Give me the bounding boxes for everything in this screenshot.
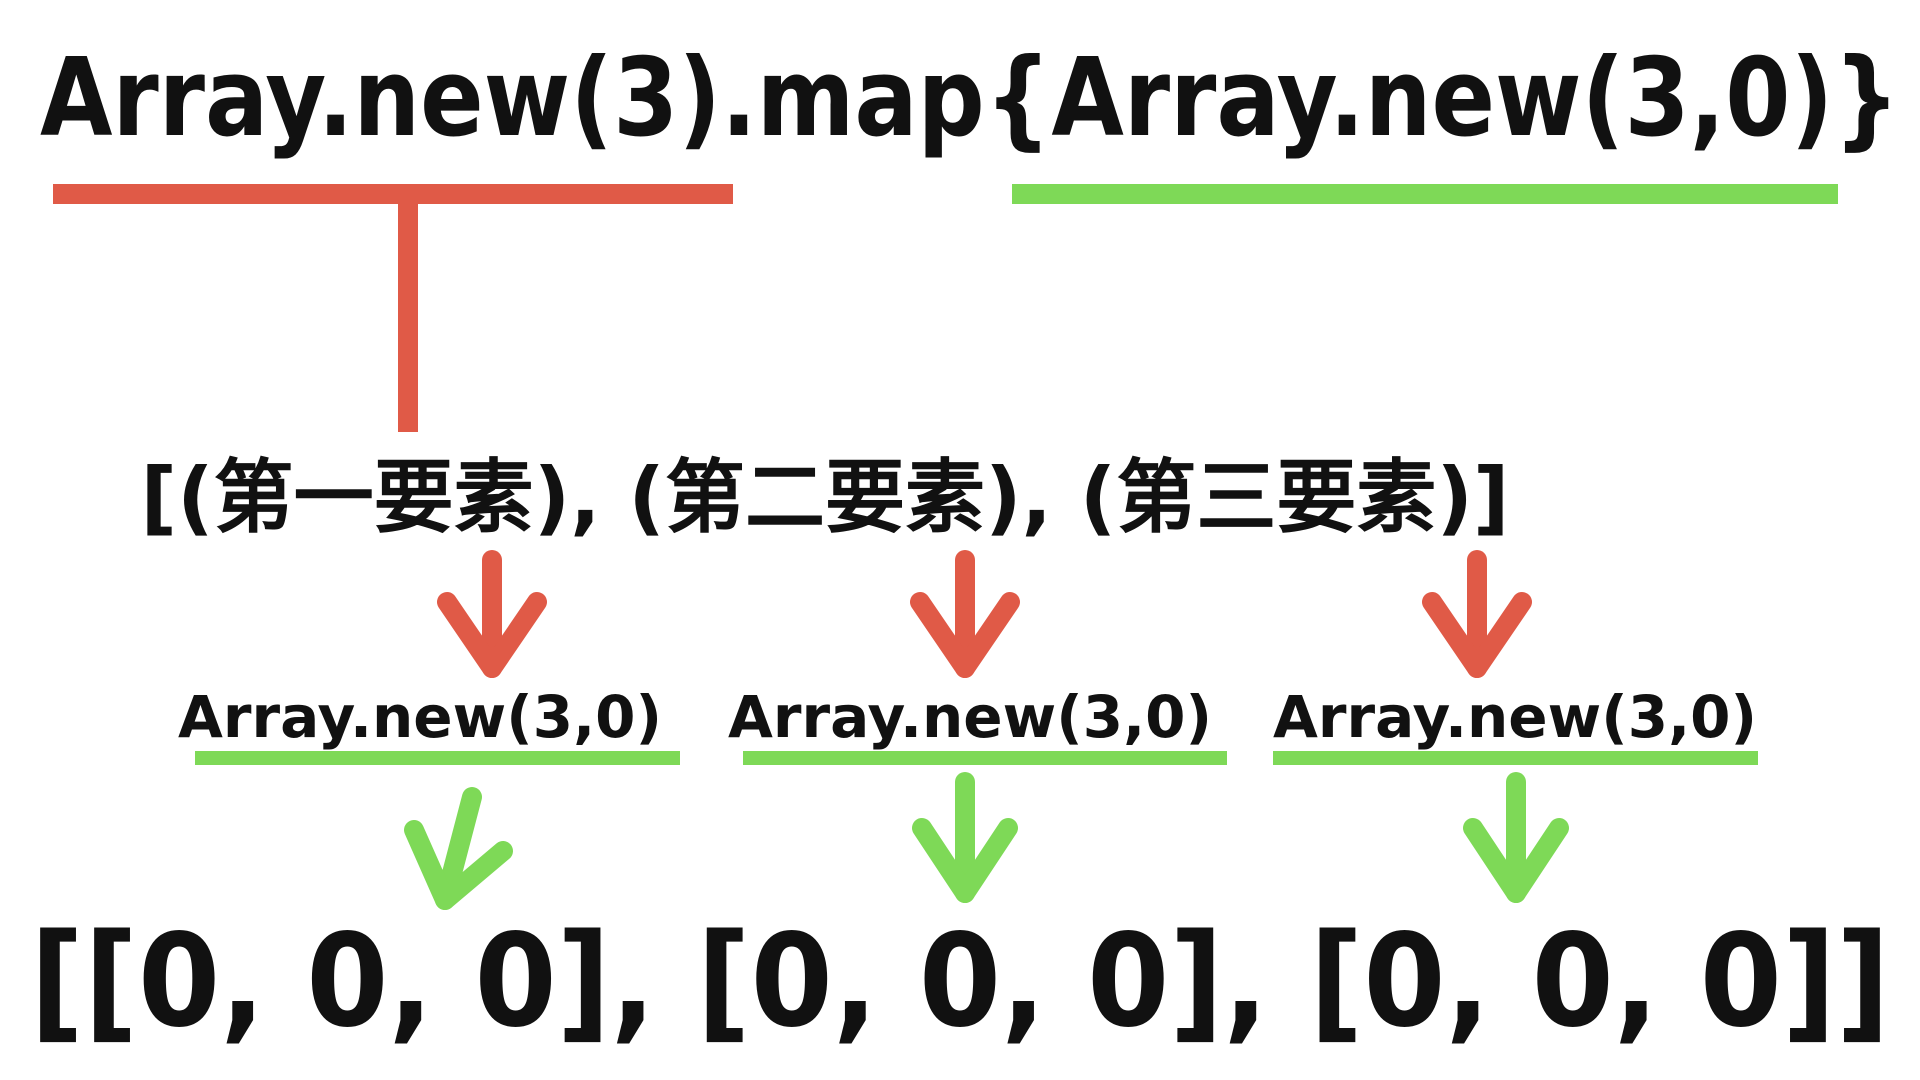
result-arrow-3 xyxy=(1463,772,1569,903)
outer-expression-underline xyxy=(53,184,733,204)
elements-line: [(第一要素), (第二要素), (第三要素)] xyxy=(141,451,1510,544)
element-arrow-3 xyxy=(1422,550,1532,678)
result-arrow-1 xyxy=(404,787,513,910)
inner-expression-part: Array.new(3,0) xyxy=(1051,36,1833,161)
element-expression-3: Array.new(3,0) xyxy=(1273,683,1757,751)
element-expression-underline-1 xyxy=(195,751,680,765)
element-expression-underline-2 xyxy=(743,751,1227,765)
top-expression: Array.new(3).map{Array.new(3,0)} xyxy=(40,36,1900,161)
outer-expression-connector xyxy=(398,200,418,432)
outer-expression-part: Array.new(3).map{ xyxy=(40,36,1051,161)
element-arrow-1 xyxy=(437,550,547,678)
result-arrow-2 xyxy=(912,772,1018,903)
closing-brace: } xyxy=(1833,36,1900,161)
element-expression-2: Array.new(3,0) xyxy=(728,683,1212,751)
inner-expression-underline xyxy=(1012,184,1838,204)
element-arrow-2 xyxy=(910,550,1020,678)
element-expression-underline-3 xyxy=(1273,751,1758,765)
result-line: [[0, 0, 0], [0, 0, 0], [0, 0, 0]] xyxy=(30,907,1890,1056)
element-expression-1: Array.new(3,0) xyxy=(178,683,662,751)
